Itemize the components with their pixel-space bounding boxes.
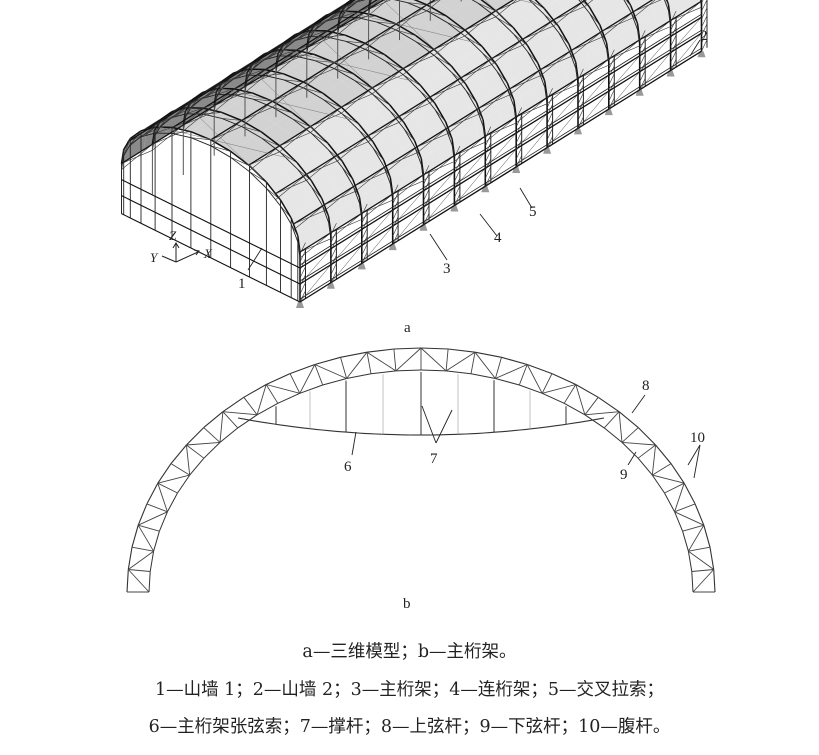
label-1: 1 xyxy=(238,276,246,292)
panel-a-label: a xyxy=(404,320,411,336)
label-4: 4 xyxy=(494,230,502,246)
truss-figure: Z Y X 1 2 3 4 5 a 6 7 8 9 10 b xyxy=(120,0,716,612)
callout-lines-b xyxy=(351,394,701,479)
label-3: 3 xyxy=(443,261,451,277)
main-truss-elevation xyxy=(126,347,716,593)
caption-line-1: a—三维模型；b—主桁架。 xyxy=(302,642,517,662)
caption-line-3: 6—主桁架张弦索；7—撑杆；8—上弦杆；9—下弦杆；10—腹杆。 xyxy=(148,717,671,737)
label-5: 5 xyxy=(529,204,537,220)
caption-line-2: 1—山墙 1；2—山墙 2；3—主桁架；4—连桁架；5—交叉拉索； xyxy=(154,680,665,700)
callout-lines-a xyxy=(247,39,701,271)
label-9: 9 xyxy=(620,467,628,483)
coordinate-axes xyxy=(161,242,200,263)
axis-y-label: Y xyxy=(150,250,159,265)
axis-z-label: Z xyxy=(169,228,177,243)
label-2: 2 xyxy=(700,28,708,44)
three-dimensional-model xyxy=(120,0,708,308)
label-7: 7 xyxy=(430,451,438,467)
axis-x-label: X xyxy=(203,246,213,261)
panel-b-label: b xyxy=(403,596,411,612)
label-6: 6 xyxy=(344,459,352,475)
label-8: 8 xyxy=(642,378,650,394)
label-10: 10 xyxy=(690,430,705,446)
